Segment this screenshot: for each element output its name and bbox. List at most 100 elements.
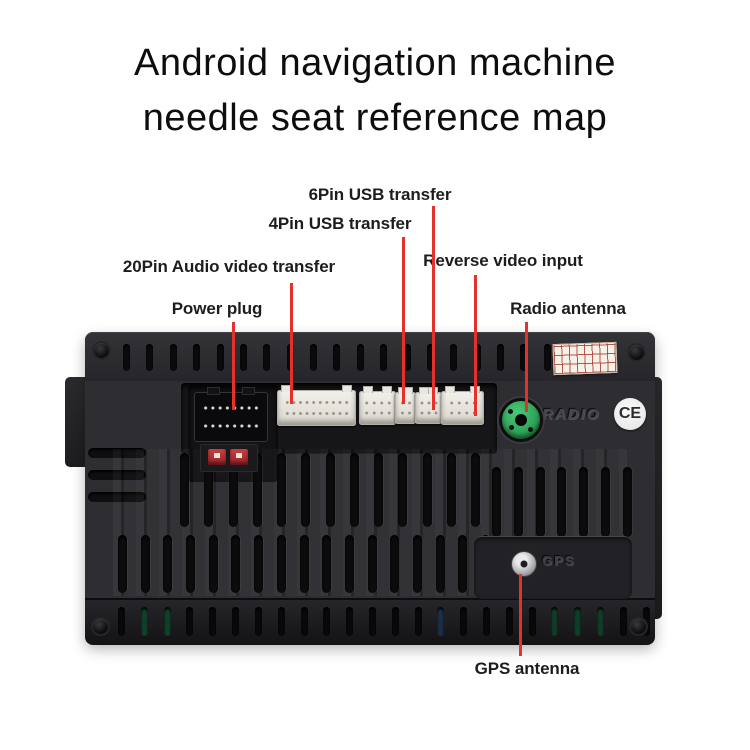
leader-line-radio	[525, 322, 528, 412]
page-title-line1: Android navigation machine	[134, 42, 616, 84]
head-unit-back-panel: RADIO CE GPS	[85, 332, 655, 645]
screw-bottom-right	[631, 619, 646, 634]
side-vent-slot	[88, 448, 146, 458]
vent-slot	[422, 453, 432, 527]
vent-slot	[403, 344, 411, 371]
vent-slot	[450, 344, 458, 371]
ce-mark: CE	[614, 398, 646, 430]
vent-slot	[204, 453, 214, 527]
connector-pins	[418, 398, 439, 418]
connector-4pin-usb	[395, 387, 416, 424]
callout-power-plug: Power plug	[171, 299, 263, 318]
vent-slot	[520, 344, 528, 371]
vent-slot	[322, 535, 332, 593]
vent-slot	[299, 535, 309, 593]
vent-slot	[254, 535, 264, 593]
vent-slot	[349, 453, 359, 527]
vent-slot	[574, 607, 582, 636]
vent-slot	[239, 344, 247, 371]
screw-top-right	[629, 345, 644, 360]
vent-slot	[622, 467, 632, 537]
vent-slot	[252, 453, 262, 527]
gps-antenna-connector	[511, 551, 537, 577]
screw-top-left	[94, 343, 109, 358]
gps-label: GPS	[542, 553, 576, 568]
info-sticker	[552, 341, 618, 376]
connector-reverse-video	[441, 386, 484, 425]
connector-8pin	[359, 386, 396, 425]
vent-slot	[193, 344, 201, 371]
vent-slot	[414, 607, 422, 636]
vent-slot	[601, 467, 611, 537]
vent-slot	[435, 535, 445, 593]
vent-slot	[263, 344, 271, 371]
vent-slot	[535, 467, 545, 537]
screw-bottom-left	[93, 619, 108, 634]
connector-pins	[447, 398, 478, 418]
vent-slot	[492, 467, 501, 537]
callout-6pin-usb: 6Pin USB transfer	[308, 185, 452, 204]
side-vent-slot	[88, 470, 146, 480]
callout-4pin-usb: 4Pin USB transfer	[268, 214, 412, 233]
vent-row-bottom	[118, 607, 650, 636]
power-plug-connector	[194, 387, 268, 442]
vent-slot	[368, 607, 376, 636]
connector-20pin-av	[277, 385, 356, 426]
radio-antenna-connector	[499, 398, 543, 442]
vent-slot	[310, 344, 317, 371]
vent-slot	[528, 607, 536, 636]
vent-slot	[186, 607, 194, 636]
top-panel	[85, 332, 655, 383]
vent-slot	[473, 344, 481, 371]
callout-gps-antenna: GPS antenna	[474, 659, 580, 678]
vent-slot	[231, 535, 241, 593]
vent-slot	[163, 535, 173, 593]
bottom-panel	[85, 598, 655, 645]
vent-slot	[344, 535, 354, 593]
vent-slot	[551, 607, 559, 636]
vent-slot	[390, 535, 400, 593]
radio-label: RADIO	[542, 406, 601, 423]
fuse	[208, 449, 226, 465]
leader-line-20pin	[290, 283, 293, 404]
vent-slot	[356, 344, 364, 371]
vent-slot	[333, 344, 341, 371]
leader-line-reverse	[474, 275, 477, 416]
vent-slot	[483, 607, 490, 636]
vent-slot	[391, 607, 399, 636]
vent-slot	[163, 607, 171, 636]
vent-slot	[579, 467, 589, 537]
vent-row-top	[123, 344, 551, 371]
callout-reverse-video: Reverse video input	[423, 251, 583, 270]
connector-pins	[398, 398, 413, 418]
vent-slot	[228, 453, 238, 527]
power-plug-pins	[202, 399, 260, 435]
vent-slot	[426, 344, 434, 371]
fuse-holder	[200, 444, 258, 472]
connector-6pin-usb	[415, 387, 442, 424]
vent-slot	[380, 344, 388, 371]
vent-slot	[180, 453, 189, 527]
leader-line-gps	[519, 574, 522, 656]
vent-slot	[543, 344, 551, 371]
vent-slot	[209, 607, 217, 636]
vent-slot	[367, 535, 377, 593]
vent-slot	[446, 453, 456, 527]
vent-slot	[374, 453, 383, 527]
leader-line-4pin	[402, 237, 405, 404]
vent-slot	[140, 607, 148, 636]
vent-slot	[232, 607, 240, 636]
leader-line-power	[232, 322, 235, 410]
page-title-line2: needle seat reference map	[142, 97, 608, 139]
vent-slot	[398, 453, 408, 527]
vent-slot	[216, 344, 224, 371]
vent-slot	[118, 607, 125, 636]
callout-radio-antenna: Radio antenna	[510, 299, 626, 318]
vent-slot	[437, 607, 445, 636]
vent-slot	[301, 453, 311, 527]
vent-slot	[471, 453, 480, 527]
vent-slot	[140, 535, 150, 593]
vent-slot	[276, 535, 286, 593]
radio-connector-pin	[528, 427, 533, 432]
